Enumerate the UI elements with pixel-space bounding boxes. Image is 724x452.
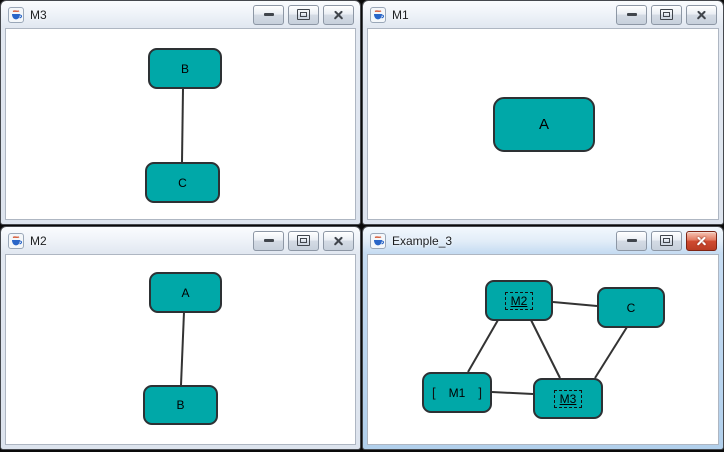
window-controls	[616, 230, 717, 251]
java-coffee-cup-icon	[8, 6, 24, 23]
maximize-button[interactable]	[651, 4, 682, 25]
edge-layer	[467, 301, 628, 395]
graph-edge-b-c[interactable]	[181, 88, 184, 163]
edge-layer	[180, 311, 185, 386]
node-label: A	[181, 285, 190, 300]
window-m1: M1 A	[363, 1, 723, 224]
minimize-icon	[263, 239, 274, 242]
maximize-button[interactable]	[288, 4, 319, 25]
window-title: Example_3	[392, 233, 453, 248]
maximize-icon	[297, 235, 310, 246]
graph-edge-m1-m3[interactable]	[491, 391, 534, 395]
window-m2: M2 A B	[1, 227, 360, 449]
graph-node-c[interactable]: C	[597, 287, 665, 328]
group-node-decoration: M3	[553, 389, 583, 408]
graph-canvas-m3[interactable]: B C	[5, 28, 356, 220]
group-node-decoration: M2	[504, 291, 534, 310]
java-coffee-cup-icon	[370, 6, 386, 23]
graph-node-m1[interactable]: [ M1 ]	[422, 372, 492, 413]
close-icon	[333, 9, 344, 20]
maximize-button[interactable]	[288, 230, 319, 251]
graph-node-a[interactable]: A	[149, 272, 222, 313]
edge-layer	[181, 88, 184, 163]
titlebar[interactable]: M2	[1, 227, 360, 254]
graph-node-m2[interactable]: M2	[485, 280, 553, 321]
window-title: M2	[30, 233, 47, 248]
graph-node-m3[interactable]: M3	[533, 378, 603, 419]
window-title: M3	[30, 7, 47, 22]
node-label: M3	[559, 391, 577, 406]
minimize-button[interactable]	[616, 4, 647, 25]
maximize-icon	[660, 235, 673, 246]
window-controls	[616, 4, 717, 25]
node-label: A	[538, 116, 549, 133]
graph-edge-m2-m1[interactable]	[467, 319, 499, 373]
titlebar[interactable]: M3	[1, 1, 360, 28]
graph-node-b[interactable]: B	[143, 385, 218, 425]
graph-node-c[interactable]: C	[145, 162, 220, 203]
graph-node-b[interactable]: B	[148, 48, 222, 89]
node-label: M1	[448, 385, 466, 400]
minimize-icon	[626, 13, 637, 16]
graph-node-a[interactable]: A	[493, 97, 595, 152]
bracket-right: ]	[478, 385, 482, 400]
graph-edge-m3-c[interactable]	[594, 326, 628, 379]
node-label: C	[626, 300, 636, 315]
minimize-button[interactable]	[253, 4, 284, 25]
graph-edge-m2-m3[interactable]	[530, 319, 561, 379]
minimize-button[interactable]	[253, 230, 284, 251]
close-icon	[333, 235, 344, 246]
node-label: C	[178, 175, 187, 190]
java-coffee-cup-icon	[8, 232, 24, 249]
node-label: M2	[510, 293, 528, 308]
window-example-3: Example_3 M2 C [ M1 ]	[363, 227, 723, 449]
node-label: B	[180, 61, 189, 76]
titlebar[interactable]: Example_3	[363, 227, 723, 254]
node-label: B	[176, 398, 185, 412]
close-button[interactable]	[686, 230, 717, 251]
graph-edge-a-b[interactable]	[180, 311, 185, 386]
close-button[interactable]	[323, 230, 354, 251]
close-icon	[696, 9, 707, 20]
close-button[interactable]	[323, 4, 354, 25]
bracket-left: [	[432, 385, 436, 400]
close-button[interactable]	[686, 4, 717, 25]
maximize-button[interactable]	[651, 230, 682, 251]
maximize-icon	[660, 9, 673, 20]
java-coffee-cup-icon	[370, 232, 386, 249]
window-m3: M3 B C	[1, 1, 360, 224]
close-icon	[696, 235, 707, 246]
graph-canvas-example-3[interactable]: M2 C [ M1 ] M3	[367, 254, 719, 445]
window-controls	[253, 230, 354, 251]
graph-canvas-m2[interactable]: A B	[5, 254, 356, 445]
minimize-icon	[626, 239, 637, 242]
graph-canvas-m1[interactable]: A	[367, 28, 719, 220]
minimize-button[interactable]	[616, 230, 647, 251]
minimize-icon	[263, 13, 274, 16]
maximize-icon	[297, 9, 310, 20]
graph-edge-m2-c[interactable]	[552, 301, 598, 307]
window-title: M1	[392, 7, 409, 22]
titlebar[interactable]: M1	[363, 1, 723, 28]
window-controls	[253, 4, 354, 25]
